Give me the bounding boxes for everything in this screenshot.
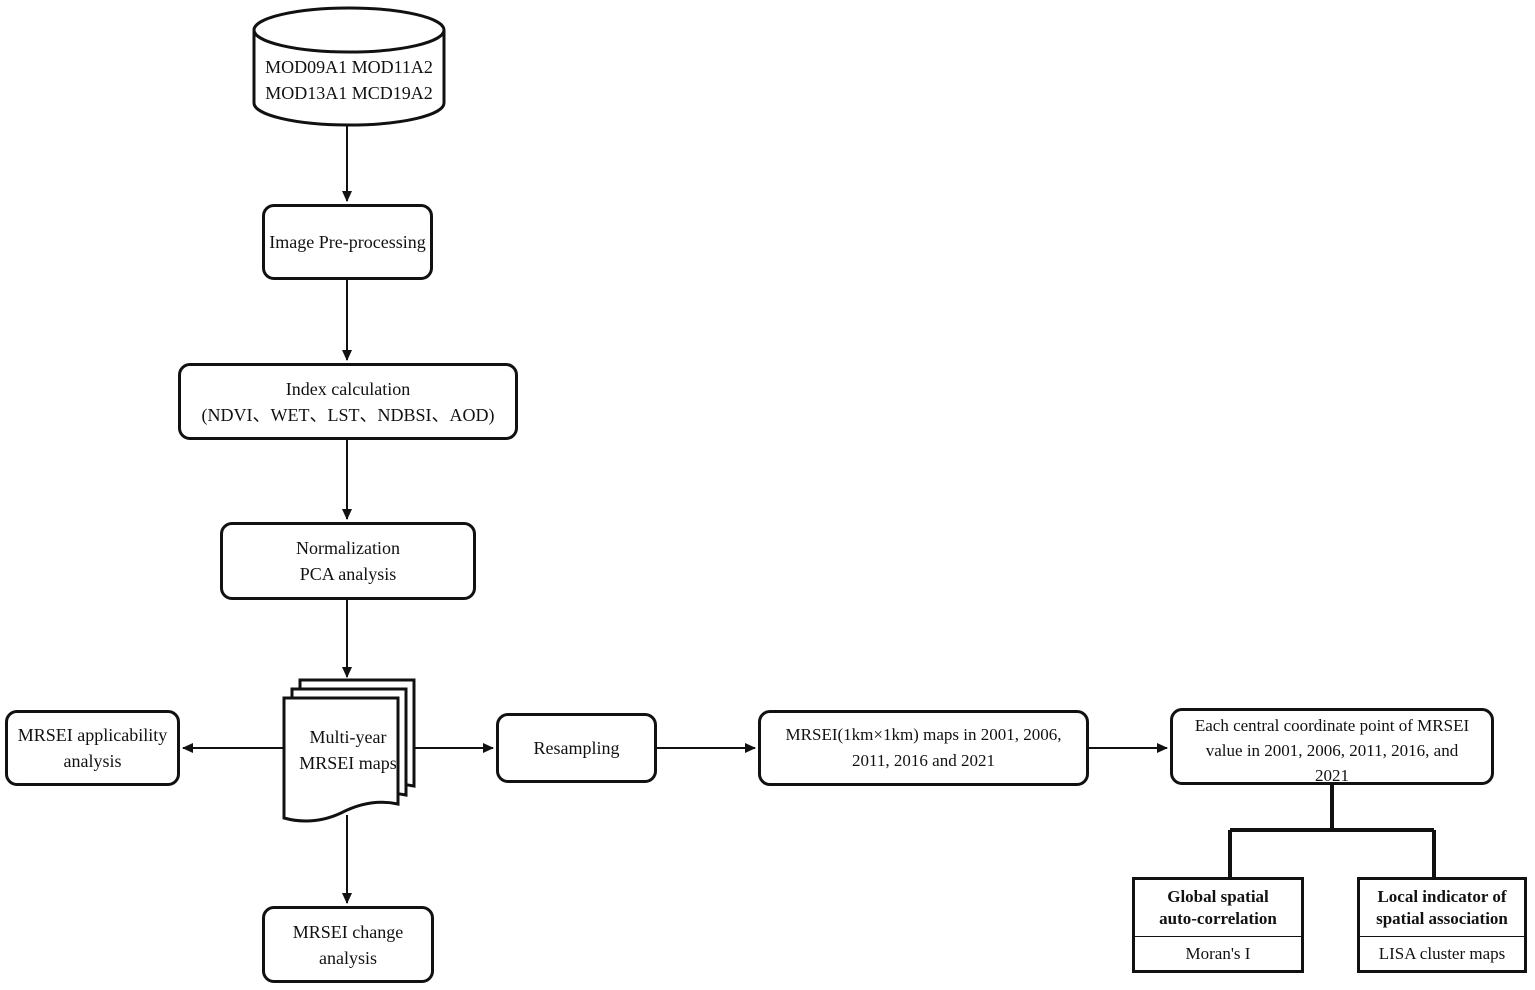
database-cylinder-icon — [252, 6, 446, 127]
central-coordinate-box: Each central coordinate point of MRSEI v… — [1170, 708, 1494, 785]
global-spatial-title-line1: Global spatial — [1167, 887, 1269, 906]
index-calculation-line1: Index calculation — [285, 378, 411, 399]
central-points-line1: Each central coordinate point of MRSEI — [1194, 716, 1470, 735]
data-sources-line1: MOD09A1 MOD11A2 — [265, 57, 433, 77]
resampling-box: Resampling — [496, 713, 657, 783]
image-preprocessing-box: Image Pre-processing — [262, 204, 433, 280]
local-indicator-title-line1: Local indicator of — [1377, 887, 1507, 906]
lisa-cluster-maps-label: LISA cluster maps — [1378, 944, 1506, 963]
multi-year-line1: Multi-year — [309, 727, 387, 747]
mrsei-1km-maps-box: MRSEI(1km×1km) maps in 2001, 2006, 2011,… — [758, 710, 1089, 786]
local-indicator-box: Local indicator of spatial association L… — [1357, 877, 1527, 973]
document-stack-icon — [282, 678, 416, 823]
index-calculation-line2: (NDVI、WET、LST、NDBSI、AOD) — [201, 404, 495, 425]
multi-year-maps-label: Multi-year MRSEI maps — [290, 724, 406, 776]
normalization-pca-box: Normalization PCA analysis — [220, 522, 476, 600]
tree-connector — [1228, 785, 1436, 878]
applicability-line1: MRSEI applicability — [17, 725, 168, 745]
morans-i-label: Moran's I — [1185, 944, 1251, 963]
central-points-line2: value in 2001, 2006, 2011, 2016, and — [1205, 741, 1459, 760]
local-indicator-title-line2: spatial association — [1376, 909, 1508, 928]
image-preprocessing-label: Image Pre-processing — [269, 232, 426, 252]
global-spatial-title-line2: auto-correlation — [1159, 909, 1277, 928]
pca-analysis-label: PCA analysis — [299, 564, 397, 584]
applicability-line2: analysis — [63, 751, 122, 771]
maps-1km-line2: 2011, 2016 and 2021 — [852, 751, 995, 770]
global-spatial-header: Global spatial auto-correlation — [1135, 880, 1301, 937]
resampling-label: Resampling — [533, 738, 620, 758]
central-points-line3: 2021 — [1315, 766, 1349, 785]
change-line1: MRSEI change — [292, 921, 404, 942]
multi-year-line2: MRSEI maps — [299, 753, 397, 773]
data-sources-line2: MOD13A1 MCD19A2 — [265, 83, 433, 103]
mrsei-applicability-box: MRSEI applicability analysis — [5, 710, 180, 786]
normalization-label: Normalization — [296, 538, 400, 558]
index-calculation-box: Index calculation (NDVI、WET、LST、NDBSI、AO… — [178, 363, 518, 440]
change-line2: analysis — [319, 947, 377, 968]
data-sources-label: MOD09A1 MOD11A2 MOD13A1 MCD19A2 — [254, 54, 444, 106]
global-spatial-box: Global spatial auto-correlation Moran's … — [1132, 877, 1304, 973]
maps-1km-line1: MRSEI(1km×1km) maps in 2001, 2006, — [785, 725, 1062, 744]
local-indicator-header: Local indicator of spatial association — [1360, 880, 1524, 937]
mrsei-change-box: MRSEI change analysis — [262, 906, 434, 983]
